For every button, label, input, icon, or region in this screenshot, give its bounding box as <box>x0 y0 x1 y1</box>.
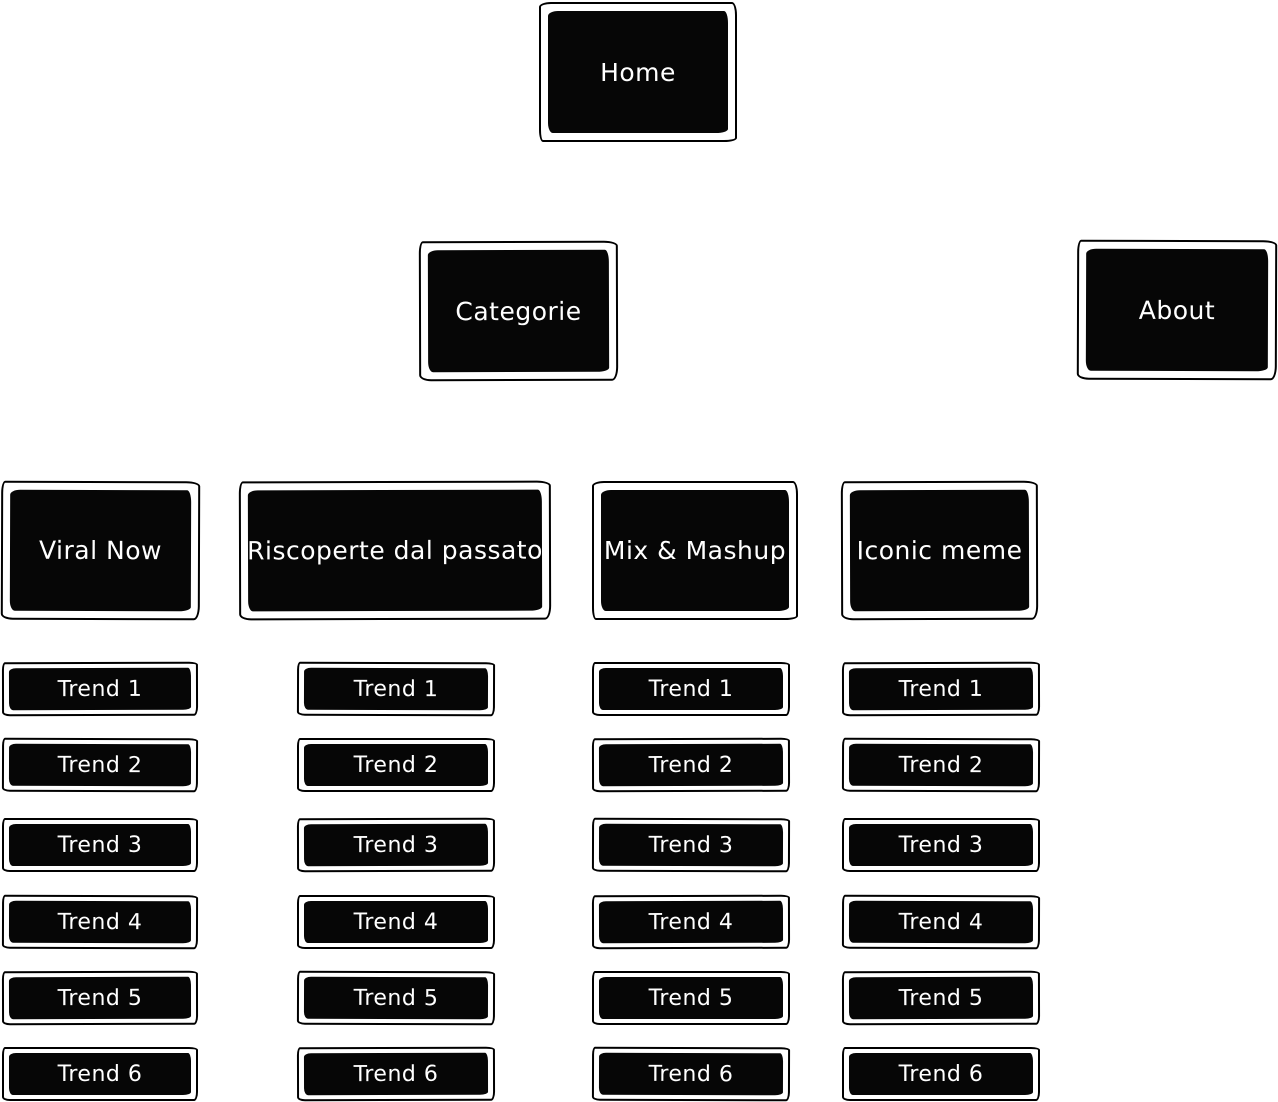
trend-label: Trend 4 <box>57 909 143 935</box>
trend-label: Trend 5 <box>648 985 734 1011</box>
trend-label: Trend 5 <box>57 985 143 1011</box>
trend-label: Trend 1 <box>898 676 984 702</box>
trend-label: Trend 2 <box>898 752 984 778</box>
node-home-label: Home <box>600 57 676 87</box>
trend-label: Trend 6 <box>57 1061 143 1087</box>
trend-label: Trend 6 <box>353 1061 439 1087</box>
node-categorie[interactable]: Categorie <box>418 240 619 382</box>
trend-label: Trend 1 <box>648 676 734 702</box>
trend-item-riscoperte-4[interactable]: Trend 4 <box>297 895 495 949</box>
trend-item-iconic-meme-6[interactable]: Trend 6 <box>842 1047 1040 1101</box>
trend-item-mix-mashup-2[interactable]: Trend 2 <box>591 737 791 793</box>
trend-item-iconic-meme-4[interactable]: Trend 4 <box>841 894 1041 950</box>
trend-label: Trend 2 <box>57 752 143 778</box>
trend-item-iconic-meme-1[interactable]: Trend 1 <box>841 661 1041 717</box>
trend-label: Trend 1 <box>57 676 143 702</box>
trend-item-mix-mashup-3[interactable]: Trend 3 <box>591 817 791 873</box>
node-category-mix-mashup[interactable]: Mix & Mashup <box>592 481 798 620</box>
node-home-fill: Home <box>548 11 728 133</box>
node-home[interactable]: Home <box>539 2 737 142</box>
trend-item-iconic-meme-3[interactable]: Trend 3 <box>842 818 1040 872</box>
trend-label: Trend 6 <box>648 1061 734 1087</box>
node-category-viral-now[interactable]: Viral Now <box>0 480 201 621</box>
trend-label: Trend 3 <box>353 832 439 858</box>
trend-label: Trend 4 <box>898 909 984 935</box>
trend-item-viral-now-3[interactable]: Trend 3 <box>2 818 198 872</box>
trend-label: Trend 3 <box>648 832 734 858</box>
category-label: Riscoperte dal passato <box>247 535 543 566</box>
trend-label: Trend 3 <box>57 832 143 858</box>
trend-item-mix-mashup-5[interactable]: Trend 5 <box>592 971 790 1025</box>
trend-label: Trend 5 <box>898 985 984 1011</box>
trend-item-riscoperte-3[interactable]: Trend 3 <box>296 817 496 873</box>
node-categorie-fill: Categorie <box>427 249 610 373</box>
trend-item-viral-now-1[interactable]: Trend 1 <box>1 661 199 717</box>
trend-label: Trend 4 <box>648 909 734 935</box>
node-about-label: About <box>1138 295 1216 325</box>
category-label: Mix & Mashup <box>603 536 787 565</box>
node-category-iconic-meme[interactable]: Iconic meme <box>840 480 1039 621</box>
trend-item-iconic-meme-2[interactable]: Trend 2 <box>841 737 1041 793</box>
trend-item-viral-now-2[interactable]: Trend 2 <box>1 737 199 793</box>
trend-item-mix-mashup-4[interactable]: Trend 4 <box>591 894 791 950</box>
trend-label: Trend 2 <box>353 752 439 778</box>
trend-label: Trend 5 <box>353 985 439 1011</box>
trend-item-viral-now-5[interactable]: Trend 5 <box>1 970 199 1026</box>
node-categorie-label: Categorie <box>455 296 582 326</box>
node-about-fill: About <box>1085 248 1269 372</box>
trend-item-iconic-meme-5[interactable]: Trend 5 <box>841 970 1041 1026</box>
trend-label: Trend 3 <box>898 832 984 858</box>
trend-item-riscoperte-2[interactable]: Trend 2 <box>297 738 495 792</box>
trend-label: Trend 6 <box>898 1061 984 1087</box>
trend-item-mix-mashup-6[interactable]: Trend 6 <box>591 1046 791 1102</box>
trend-label: Trend 4 <box>353 909 439 935</box>
trend-item-viral-now-4[interactable]: Trend 4 <box>1 894 199 950</box>
trend-item-riscoperte-5[interactable]: Trend 5 <box>296 970 496 1026</box>
node-about[interactable]: About <box>1076 239 1278 381</box>
category-label: Iconic meme <box>856 535 1023 566</box>
trend-item-riscoperte-1[interactable]: Trend 1 <box>296 661 496 717</box>
trend-item-viral-now-6[interactable]: Trend 6 <box>2 1047 198 1101</box>
trend-label: Trend 2 <box>648 752 734 778</box>
category-label: Viral Now <box>38 535 163 566</box>
trend-item-mix-mashup-1[interactable]: Trend 1 <box>592 662 790 716</box>
node-category-riscoperte-dal-passato[interactable]: Riscoperte dal passato <box>238 480 552 621</box>
trend-item-riscoperte-6[interactable]: Trend 6 <box>296 1046 496 1102</box>
trend-label: Trend 1 <box>353 676 439 702</box>
